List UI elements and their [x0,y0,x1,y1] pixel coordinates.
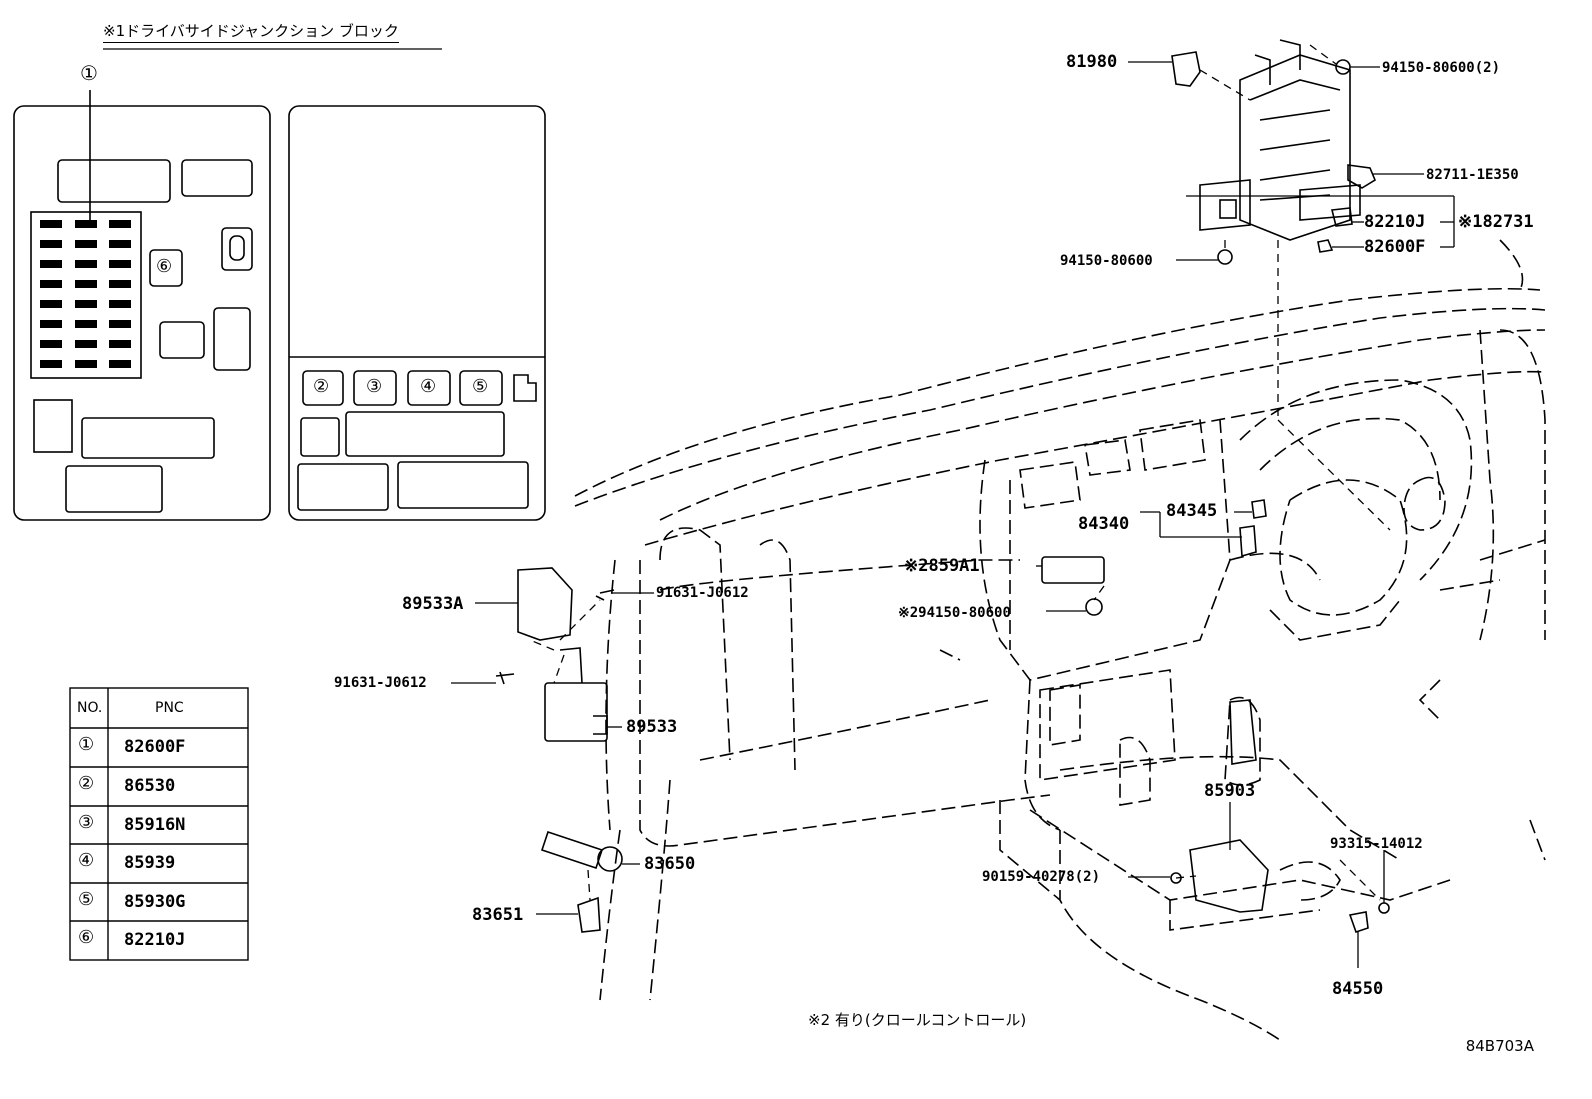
table-header-no: NO. [77,700,103,716]
callout-6: ⑥ [156,256,173,277]
table-row-pnc: 82210J [124,930,186,950]
footnote-2: ※2 有り(クロールコントロール) [808,1011,1027,1029]
callout-5: ⑤ [472,376,489,397]
label-93315-14012: 93315-14012 [1330,836,1423,852]
label-82731: ※182731 [1458,212,1534,232]
label-89533A: 89533A [402,594,464,614]
callout-4: ④ [420,376,437,397]
label-81980: 81980 [1066,52,1118,72]
junction-block-left [13,90,271,521]
table-row-no: ⑤ [78,889,95,910]
callout-2: ② [313,376,330,397]
table-row-no: ② [78,773,95,794]
callout-3: ③ [366,376,383,397]
diagram-reference-code: 84B703A [1465,1037,1534,1055]
callout-1: ① [80,61,98,85]
label-82210J: 82210J [1364,212,1426,232]
label-91631-J0612-upper: 91631-J0612 [656,585,749,601]
label-83650: 83650 [644,854,696,874]
pnc-table-grid [69,687,249,961]
label-82711-1E350: 82711-1E350 [1426,167,1519,183]
label-90159-40278-2: 90159-40278(2) [982,869,1101,885]
table-row-pnc: 82600F [124,737,186,757]
table-row-no: ⑥ [78,927,95,948]
table-row-pnc: 85939 [124,853,176,873]
label-859A1: ※2859A1 [904,556,980,576]
junction-block-title: ※1ドライバサイドジャンクション ブロック [103,22,399,43]
label-82600F: 82600F [1364,237,1426,257]
table-row-pnc: 85930G [124,892,186,912]
label-83651: 83651 [472,905,524,925]
label-94150-80600-2: 94150-80600(2) [1382,60,1501,76]
dashboard-outline [574,239,1546,1041]
label-94150-80600-note2: ※294150-80600 [898,605,1011,621]
label-85903: 85903 [1204,781,1256,801]
label-91631-J0612-lower: 91631-J0612 [334,675,427,691]
junction-block-part [1199,39,1361,241]
table-row-no: ① [78,734,95,755]
table-row-no: ③ [78,812,95,833]
label-84550: 84550 [1332,979,1384,999]
label-89533: 89533 [626,717,678,737]
table-header-pnc: PNC [155,700,184,716]
table-row-no: ④ [78,850,95,871]
table-row-pnc: 85916N [124,815,186,835]
table-row-pnc: 86530 [124,776,176,796]
dashed-leader-lines [529,44,1391,901]
leader-lines [451,61,1455,968]
label-84340: 84340 [1078,514,1130,534]
junction-block-right [288,105,546,521]
label-94150-80600: 94150-80600 [1060,253,1153,269]
label-84345: 84345 [1166,501,1218,521]
